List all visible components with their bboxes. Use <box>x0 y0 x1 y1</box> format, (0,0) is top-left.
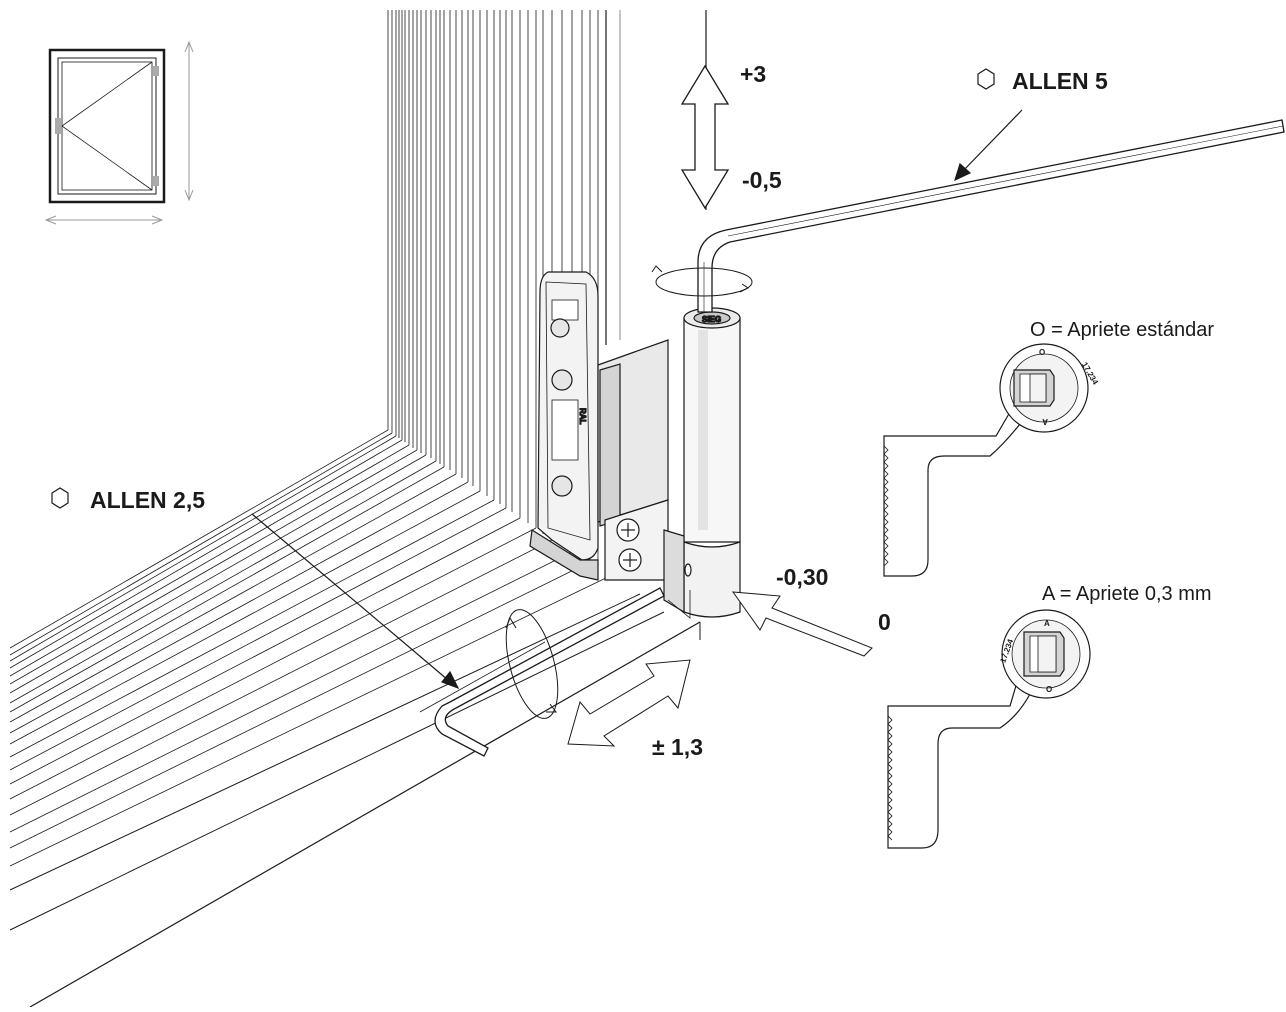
cam-mark-o-tightened: O <box>1046 685 1052 694</box>
hinge-lower-knuckle <box>683 541 741 618</box>
cam-mark-a-tightened: A <box>1044 619 1050 628</box>
label-tightening-0-3: A = Apriete 0,3 mm <box>1042 583 1212 605</box>
rotation-indicator-bottom <box>505 609 559 719</box>
hinge-marker-top <box>153 66 159 76</box>
bottom-frame-profile <box>9 429 701 1008</box>
label-allen-5: ALLEN 5 <box>1012 68 1108 94</box>
handle-marker <box>55 118 61 134</box>
rotation-indicator-top <box>651 265 753 297</box>
plate-screw-middle <box>551 369 573 391</box>
plate-screw-bottom <box>551 475 573 497</box>
allen-2-5-pointer <box>251 513 460 690</box>
label-standard-tightening: O = Apriete estándar <box>1030 319 1214 341</box>
label-zero: 0 <box>878 609 891 635</box>
label-minus-0-30: -0,30 <box>776 564 828 590</box>
label-plus-minus-1-3: ± 1,3 <box>652 734 703 760</box>
cam-detail-tightened <box>887 609 1091 849</box>
hinge-marker-bottom <box>153 176 159 186</box>
cam-mark-a-standard: A <box>1042 417 1048 426</box>
hinge-marking: SIEG <box>702 315 721 324</box>
cam-mark-o-standard: O <box>1039 348 1045 357</box>
cam-lever-standard <box>883 410 1021 577</box>
label-allen-2-5: ALLEN 2,5 <box>90 487 205 513</box>
window-glass <box>61 61 153 191</box>
allen-5-pointer <box>954 109 1023 182</box>
label-minus-0-5: -0,5 <box>742 167 782 193</box>
hinge-assembly: RAL SIEG <box>529 271 741 619</box>
vertical-adjustment-arrow <box>680 64 730 210</box>
window-sash <box>57 57 157 195</box>
opening-line-top <box>61 61 153 127</box>
opening-line-bottom <box>61 125 153 191</box>
hexagon-icon <box>977 68 995 90</box>
plate-screw-top <box>550 318 570 338</box>
hinge-barrel <box>683 317 741 543</box>
label-plus-3: +3 <box>740 61 766 87</box>
svg-text:RAL: RAL <box>578 408 587 425</box>
compression-arrow <box>731 591 873 657</box>
allen-2-5-key <box>434 587 665 757</box>
hexagon-icon <box>51 487 69 509</box>
window-thumbnail <box>44 40 194 225</box>
cam-lever-tightened <box>887 670 1031 849</box>
lateral-adjustment-arrow <box>567 659 691 747</box>
window-outer-frame <box>48 48 166 204</box>
allen-5-key <box>697 119 1285 313</box>
cam-detail-standard <box>883 343 1089 577</box>
plate-base-clip <box>529 528 599 581</box>
